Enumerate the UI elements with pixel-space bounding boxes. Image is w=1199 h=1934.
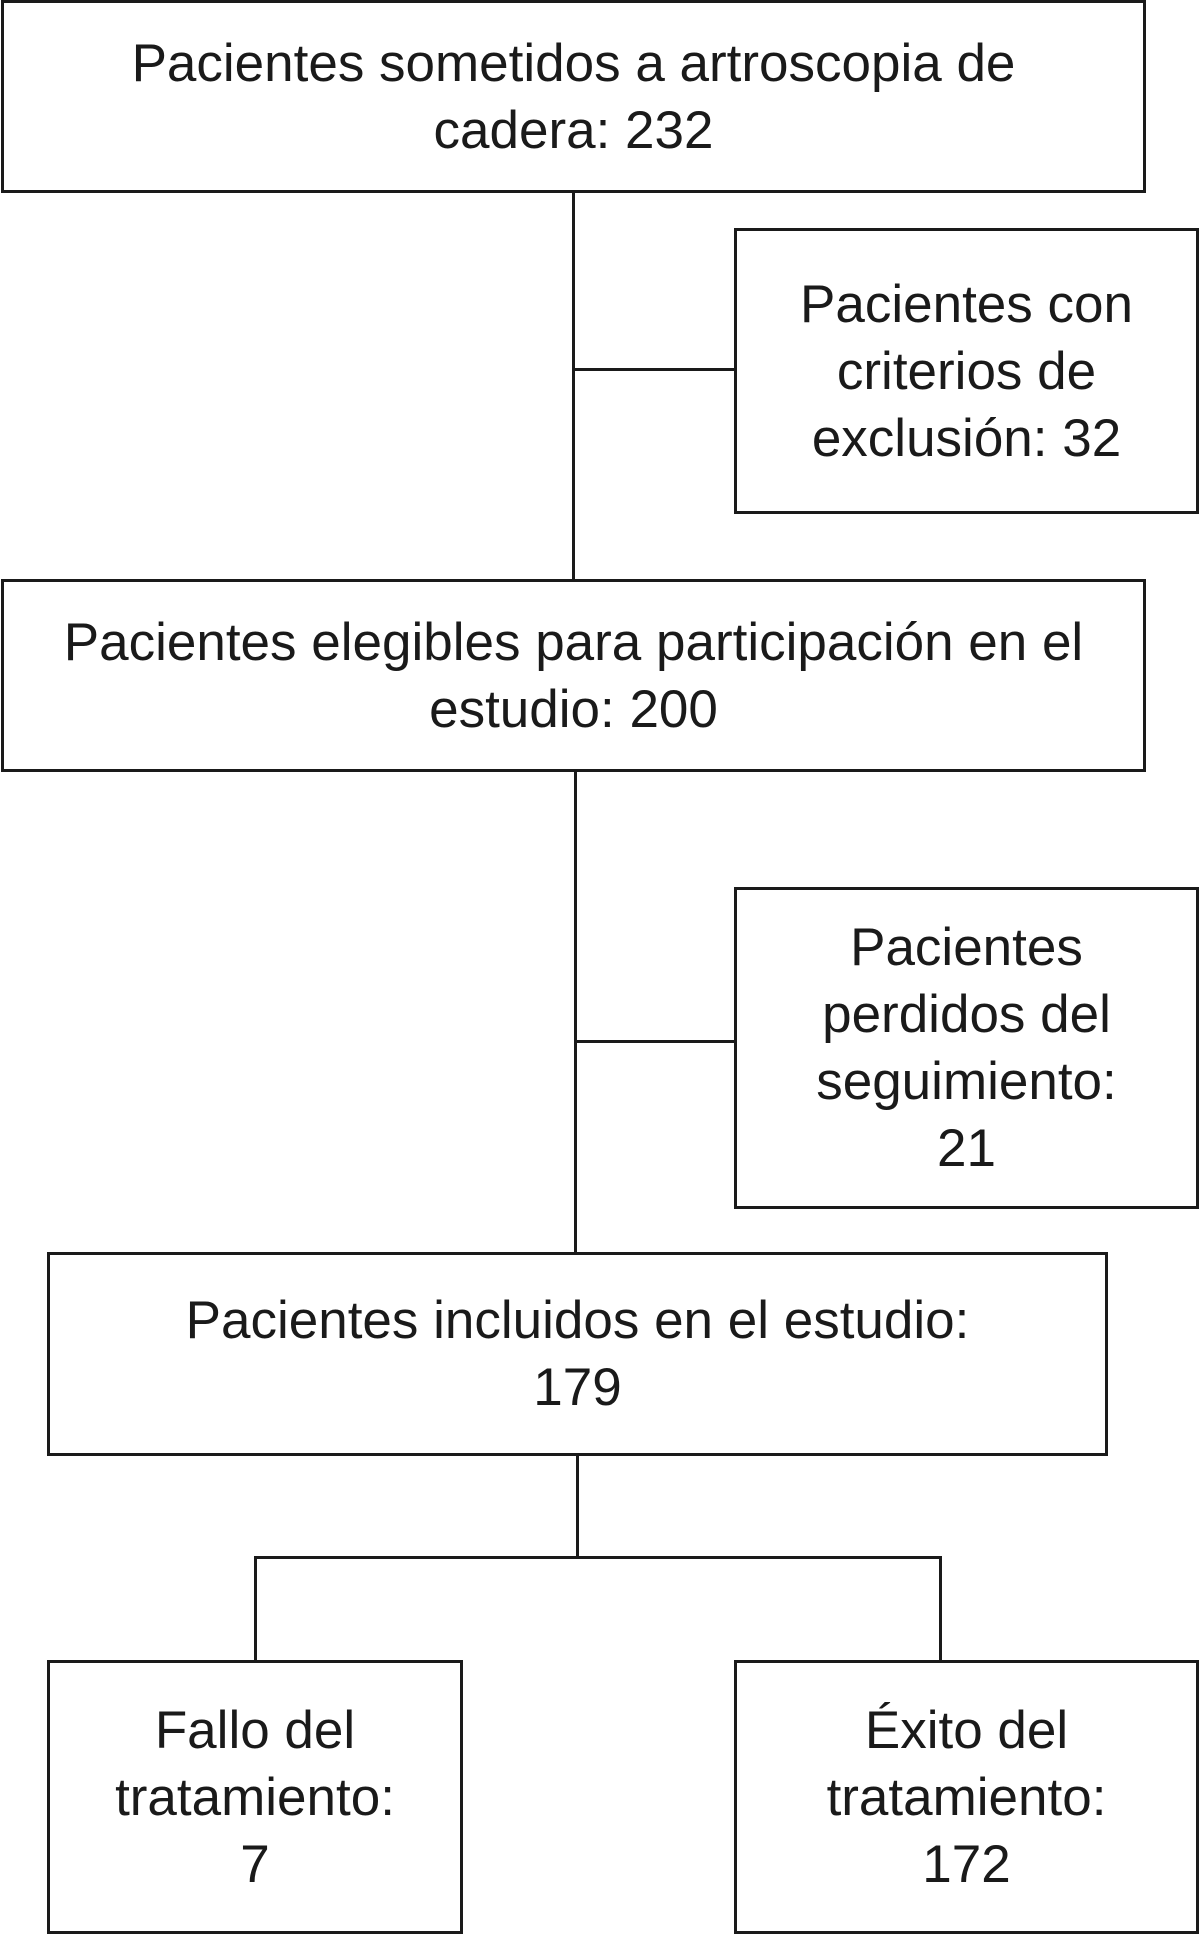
included-patients-text: Pacientes incluidos en el estudio: 179: [185, 1291, 970, 1417]
treatment-success-text: Éxito del tratamiento: 172: [826, 1700, 1107, 1894]
lost-to-followup-text: Pacientes perdidos del seguimiento: 21: [816, 918, 1117, 1178]
connector-screened-to-eligible: [572, 193, 575, 579]
connector-to-success: [939, 1556, 942, 1660]
connector-to-lost: [574, 1040, 734, 1043]
connector-split-horizontal: [254, 1556, 942, 1559]
connector-included-to-split: [576, 1456, 579, 1558]
connector-to-excluded: [572, 368, 734, 371]
excluded-patients-text: Pacientes con criterios de exclusión: 32: [800, 274, 1133, 468]
treatment-failure-box: Fallo del tratamiento: 7: [47, 1660, 463, 1934]
lost-to-followup-box: Pacientes perdidos del seguimiento: 21: [734, 887, 1199, 1209]
eligible-patients-text: Pacientes elegibles para participación e…: [63, 612, 1084, 739]
connector-to-failure: [254, 1556, 257, 1660]
screened-patients-text: Pacientes sometidos a artroscopia de cad…: [131, 33, 1016, 160]
connector-eligible-to-included: [574, 772, 577, 1252]
treatment-success-box: Éxito del tratamiento: 172: [734, 1660, 1199, 1934]
included-patients-box: Pacientes incluidos en el estudio: 179: [47, 1252, 1108, 1456]
excluded-patients-box: Pacientes con criterios de exclusión: 32: [734, 228, 1199, 514]
eligible-patients-box: Pacientes elegibles para participación e…: [1, 579, 1146, 772]
screened-patients-box: Pacientes sometidos a artroscopia de cad…: [1, 0, 1146, 193]
treatment-failure-text: Fallo del tratamiento: 7: [115, 1700, 395, 1894]
